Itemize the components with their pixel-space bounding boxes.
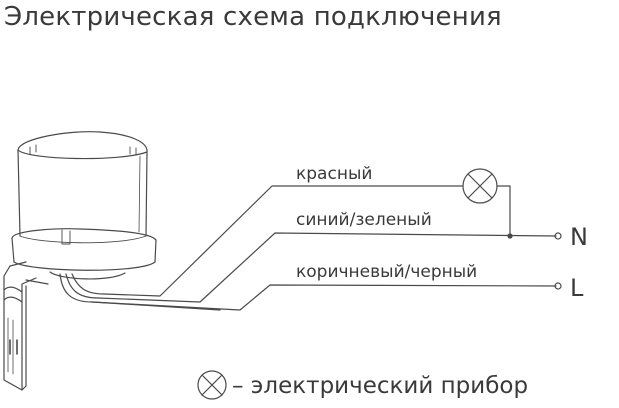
- lamp-icon: [462, 168, 498, 204]
- mounting-bracket: [3, 261, 49, 391]
- terminal-n-label: N: [570, 223, 588, 251]
- neutral-junction-dot: [507, 233, 513, 239]
- lamp-cross-circle-icon: [197, 370, 227, 400]
- label-blue-green: синий/зеленый: [296, 210, 432, 230]
- label-red: красный: [296, 164, 372, 184]
- label-brown-black: коричневый/черный: [296, 262, 477, 282]
- wire-brown-black: [91, 284, 557, 311]
- terminal-l-point: [554, 282, 562, 290]
- diagram-title: Электрическая схема подключения: [4, 2, 502, 32]
- terminal-l-label: L: [570, 274, 584, 302]
- sensor-dome: [17, 131, 148, 153]
- terminal-n-point: [554, 232, 562, 240]
- wire-lamp-return: [496, 185, 511, 237]
- legend-text: – электрический прибор: [232, 373, 528, 399]
- photo-relay-sensor: [11, 131, 157, 280]
- wire-red: [103, 185, 463, 297]
- sensor-collar: [11, 228, 157, 241]
- wire-blue-green: [97, 232, 557, 303]
